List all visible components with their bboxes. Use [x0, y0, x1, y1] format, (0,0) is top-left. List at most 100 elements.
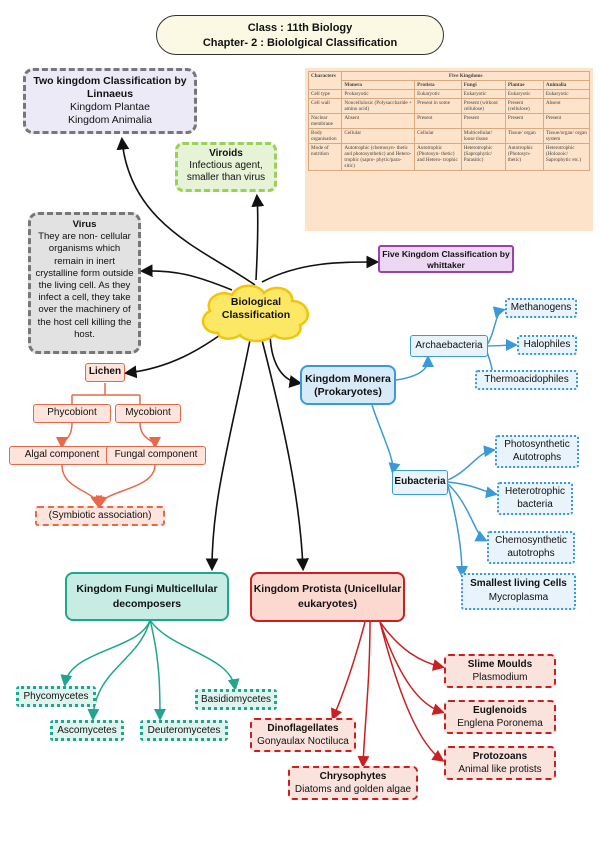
table-cell: Eukaryotic — [542, 89, 591, 99]
chrysophytes-title: Chrysophytes — [319, 771, 387, 782]
symbiotic-box: (Symbiotic association) — [35, 506, 165, 526]
table-row-label: Nuclear membrane — [307, 113, 343, 129]
table-row: Nuclear membrane Absent Present Present … — [307, 113, 591, 129]
thermoacidophiles-label: Thermoacidophiles — [484, 374, 569, 385]
deuteromycetes-label: Deuteromycetes — [147, 725, 221, 736]
ascomycetes-box: Ascomycetes — [50, 720, 124, 741]
center-label-text: Biological Classification — [221, 296, 291, 321]
protozoans-title: Protozoans — [472, 751, 528, 762]
fungi-box: Kingdom Fungi Multicellular decomposers — [65, 572, 229, 621]
fungal-component-label: Fungal component — [114, 449, 198, 460]
center-label: Biological Classification — [206, 296, 306, 322]
protozoans-box: Protozoans Animal like protists — [444, 746, 556, 780]
algal-component-label: Algal component — [24, 449, 100, 460]
table-col-header: Monera — [341, 80, 416, 90]
dinoflagellates-text: Gonyaulax Noctiluca — [257, 736, 349, 747]
table-row: Mode of nutrition Autotrophic (chemosyn-… — [307, 143, 591, 171]
table-cell: Present — [414, 113, 462, 129]
header-class: Class : 11th Biology — [247, 22, 353, 34]
ascomycetes-label: Ascomycetes — [57, 725, 117, 736]
two-kingdom-plantae: Kingdom Plantae — [70, 101, 150, 113]
archaebacteria-label: Archaebacteria — [415, 340, 483, 351]
table-cell: Cellular — [414, 128, 462, 144]
eubacteria-box: Eubacteria — [392, 470, 448, 495]
table-row-label: Body organisation — [307, 128, 343, 144]
table-cell: Present — [460, 113, 506, 129]
virus-text: They are non- cellular organisms which r… — [35, 231, 134, 340]
chrysophytes-box: Chrysophytes Diatoms and golden algae — [288, 766, 418, 800]
table-cell: Autotrophic (chemosyn- thetic and photos… — [341, 143, 416, 171]
link-two-kingdom — [116, 136, 256, 286]
table-cell: Present (without cellulose) — [460, 98, 506, 114]
euglenoids-text: Englena Poronema — [457, 718, 543, 729]
phycobiont-box: Phycobiont — [33, 404, 111, 423]
slime-moulds-box: Slime Moulds Plasmodium — [444, 654, 556, 688]
table-cell: Tissue/organ/ organ system — [542, 128, 591, 144]
table-cell: Present (cellulose) — [504, 98, 544, 114]
table-row: Cell type Prokaryotic Eukaryotic Eukaryo… — [307, 89, 591, 99]
table-col-header: Animalia — [542, 80, 591, 90]
mycobiont-box: Mycobiont — [115, 404, 181, 423]
monera-box: Kingdom Monera (Prokaryotes) — [300, 365, 396, 405]
basidiomycetes-label: Basidiomycetes — [200, 694, 272, 705]
table-row: Body organisation Cellular Cellular Mult… — [307, 128, 591, 144]
five-kingdom-label: Five Kingdom Classification by whittaker — [378, 245, 514, 273]
thermoacidophiles-box: Thermoacidophiles — [475, 370, 578, 390]
table-col-header: Fungi — [460, 80, 506, 90]
symbiotic-label: (Symbiotic association) — [48, 510, 152, 521]
table-cell: Absent — [341, 113, 416, 129]
viroids-title: Viroids — [209, 148, 243, 159]
table-row-label: Cell type — [307, 89, 343, 99]
two-kingdom-box: Two kingdom Classification by Linnaeus K… — [23, 68, 197, 134]
phycomycetes-label: Phycomycetes — [23, 691, 89, 702]
slime-moulds-title: Slime Moulds — [467, 659, 533, 670]
monera-label: Kingdom Monera (Prokaryotes) — [305, 373, 391, 398]
table-cell: Heterotrophic (Saprophytic/ Parasitic) — [460, 143, 506, 171]
photosynthetic-box: Photosynthetic Autotrophs — [495, 435, 579, 468]
mycobiont-label: Mycobiont — [125, 407, 171, 418]
slime-moulds-text: Plasmodium — [472, 672, 528, 683]
table-row-label: Mode of nutrition — [307, 143, 343, 171]
table-cell: Tissue/ organ — [504, 128, 544, 144]
header-chapter: Chapter- 2 : Biololgical Classification — [202, 37, 398, 49]
table-col-header: Protista — [414, 80, 462, 90]
table-cell: Heterotrophic (Holozoic/ Saprophytic etc… — [542, 143, 591, 171]
methanogens-label: Methanogens — [510, 302, 572, 313]
algal-component-box: Algal component — [9, 446, 115, 465]
table-row-label: Cell wall — [307, 98, 343, 114]
two-kingdom-title: Two kingdom Classification by Linnaeus — [33, 75, 187, 100]
fungi-label: Kingdom Fungi Multicellular decomposers — [76, 583, 218, 610]
methanogens-box: Methanogens — [505, 298, 577, 318]
table-cell: Cellular — [341, 128, 416, 144]
heterotrophic-label: Heterotrophic bacteria — [504, 486, 566, 510]
photosynthetic-label: Photosynthetic Autotrophs — [504, 439, 570, 463]
dinoflagellates-title: Dinoflagellates — [267, 723, 339, 734]
virus-box: Virus They are non- cellular organisms w… — [28, 212, 141, 354]
table-cell: Multicellular/ loose tissue — [460, 128, 506, 144]
page-header: Class : 11th Biology Chapter- 2 : Biolol… — [156, 15, 444, 55]
euglenoids-title: Euglenoids — [473, 705, 527, 716]
five-kingdom-label-text: Five Kingdom Classification by whittaker — [382, 249, 510, 270]
phycomycetes-box: Phycomycetes — [16, 686, 96, 707]
viroids-box: Viroids Infectious agent, smaller than v… — [175, 142, 277, 192]
link-fungi — [205, 339, 251, 572]
link-virus — [139, 264, 233, 291]
link-viroids — [251, 193, 265, 281]
table-cell: Present in some — [414, 98, 462, 114]
smallest-cells-title: Smallest living Cells — [470, 578, 567, 589]
viroids-text: Infectious agent, smaller than virus — [186, 160, 266, 183]
protista-label: Kingdom Protista (Unicellular eukaryotes… — [253, 583, 402, 610]
archaebacteria-box: Archaebacteria — [410, 335, 488, 357]
table-cell: Absent — [542, 98, 591, 114]
protista-box: Kingdom Protista (Unicellular eukaryotes… — [250, 572, 405, 622]
table-cell: Eukaryotic — [460, 89, 506, 99]
chemosynthetic-box: Chemosynthetic autotrophs — [487, 531, 575, 564]
halophiles-label: Halophiles — [523, 339, 571, 350]
cloud-shape — [201, 284, 310, 343]
chrysophytes-text: Diatoms and golden algae — [294, 784, 412, 795]
table-col-header: Plantae — [504, 80, 544, 90]
smallest-cells-box: Smallest living Cells Mycroplasma — [461, 573, 576, 610]
table-cell: Autotrophic (Photosyn- thetic) and Heter… — [414, 143, 462, 171]
chemosynthetic-label: Chemosynthetic autotrophs — [495, 535, 567, 559]
two-kingdom-animalia: Kingdom Animalia — [67, 114, 153, 126]
